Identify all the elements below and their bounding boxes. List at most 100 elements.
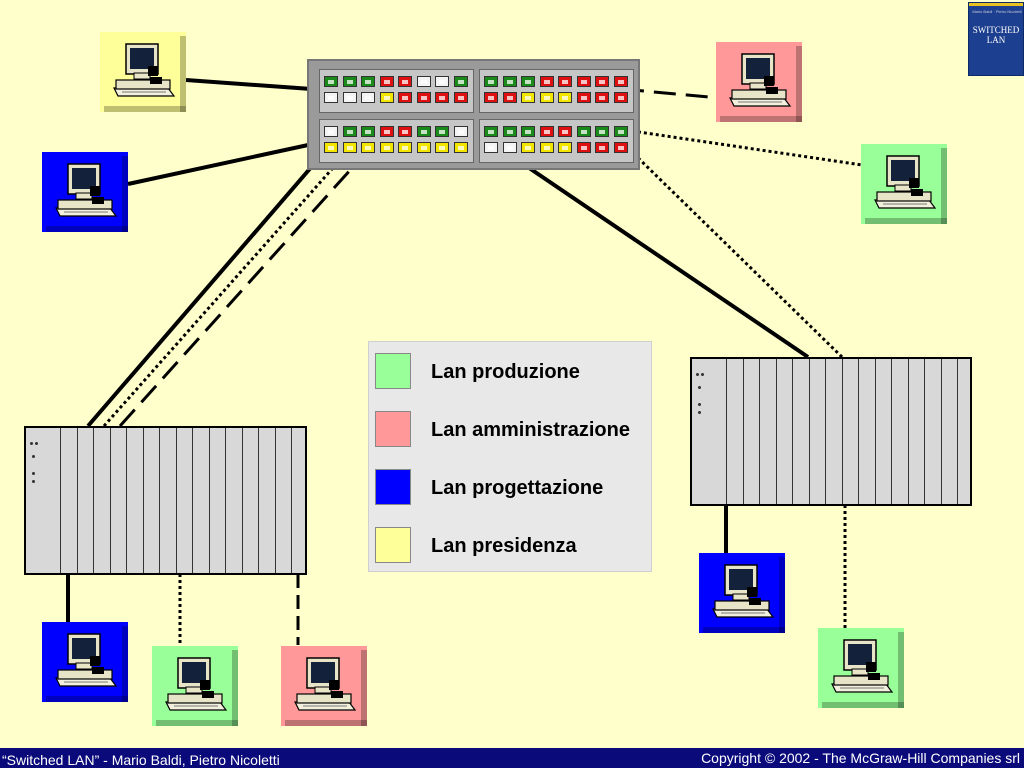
book-cover-stripe <box>969 3 1023 6</box>
hub-slot <box>291 428 292 573</box>
switch-port <box>361 92 375 103</box>
switch-port <box>453 126 468 137</box>
cable-trunk-right-dotted <box>628 148 844 359</box>
hub-slot <box>841 359 843 504</box>
hub-led <box>32 455 35 458</box>
cable-produzione-top <box>631 129 863 167</box>
computer-icon <box>42 152 128 232</box>
legend: Lan produzione Lan amministrazione Lan p… <box>368 341 652 572</box>
computer-icon <box>818 628 904 708</box>
switch-port <box>435 126 449 137</box>
hub-slot <box>225 428 226 573</box>
switch-port <box>502 126 517 137</box>
hub-led <box>696 373 699 376</box>
switch-port <box>435 142 449 153</box>
legend-label: Lan produzione <box>431 361 580 383</box>
switch-port <box>558 142 572 153</box>
switch-port <box>613 92 628 103</box>
switch-port <box>379 142 394 153</box>
switch-port <box>576 126 591 137</box>
switch-port <box>324 142 338 153</box>
hub-slot <box>175 428 177 573</box>
switch-port <box>558 126 572 137</box>
switch-port <box>613 142 628 153</box>
hub-slot <box>258 428 259 573</box>
switch-port <box>379 76 394 87</box>
switch-port <box>398 126 412 137</box>
switch-port <box>361 142 375 153</box>
hub-slot <box>142 428 144 573</box>
switch-port-group <box>479 119 634 163</box>
hub-slot <box>76 428 78 573</box>
hub-slot <box>808 359 810 504</box>
hub-slot <box>891 359 892 504</box>
computer-icon <box>861 144 947 224</box>
hub-slot <box>924 359 925 504</box>
hub-slot <box>858 359 859 504</box>
hub-led <box>30 442 33 445</box>
switch-port <box>398 76 412 87</box>
switch-port <box>539 92 554 103</box>
switch-port <box>502 76 517 87</box>
switch-port <box>484 142 498 153</box>
switch-port <box>416 76 431 87</box>
switch-port <box>576 76 591 87</box>
switch-port <box>324 126 338 137</box>
switch-port <box>484 76 498 87</box>
hub-slot <box>192 428 193 573</box>
switch-port <box>539 76 554 87</box>
cable-trunk-left-solid <box>86 126 347 428</box>
hub-slot <box>159 428 160 573</box>
switch-port <box>595 142 609 153</box>
switch-port <box>324 76 338 87</box>
legend-swatch <box>375 411 411 447</box>
book-authors: Mario Baldi · Pietro Nicoletti <box>972 9 1022 14</box>
computer-icon <box>699 553 785 633</box>
footer-bar: “Switched LAN” - Mario Baldi, Pietro Nic… <box>0 748 1024 768</box>
switch-port <box>453 92 468 103</box>
footer-copyright: Copyright © 2002 - The McGraw-Hill Compa… <box>701 750 1020 766</box>
switch-port <box>502 142 517 153</box>
switch-port <box>576 92 591 103</box>
book-title-line: LAN <box>986 35 1006 45</box>
hub-led <box>698 386 701 389</box>
cable-amministrazione-top <box>621 87 731 101</box>
switch-port <box>595 92 609 103</box>
book-title-line: SWITCHED <box>972 25 1020 35</box>
switch-port <box>595 126 609 137</box>
cable-trunk-left-dashed <box>118 166 354 428</box>
hub-slot <box>775 359 777 504</box>
switch-port <box>342 142 357 153</box>
hub-slot <box>759 359 760 504</box>
switch-port <box>398 142 412 153</box>
hub-slot <box>93 428 94 573</box>
legend-label: Lan amministrazione <box>431 419 630 441</box>
hub-slot <box>60 428 61 573</box>
switch-port <box>324 92 338 103</box>
hub-slot <box>874 359 876 504</box>
legend-label: Lan presidenza <box>431 535 577 557</box>
legend-swatch <box>375 469 411 505</box>
hub-led <box>32 480 35 483</box>
hub-slot <box>825 359 826 504</box>
switch-port <box>379 126 394 137</box>
switch-port <box>484 126 498 137</box>
switch-port <box>484 92 498 103</box>
hub-led <box>698 411 701 414</box>
switch-port <box>613 126 628 137</box>
footer-source: “Switched LAN” - Mario Baldi, Pietro Nic… <box>2 752 280 768</box>
switch-port <box>558 76 572 87</box>
switch-port <box>453 76 468 87</box>
switch-port <box>342 76 357 87</box>
switch-port <box>521 92 535 103</box>
computer-icon <box>281 646 367 726</box>
switch-port <box>361 76 375 87</box>
computer-icon <box>152 646 238 726</box>
book-title: SWITCHED LAN <box>969 25 1023 45</box>
switch-port <box>521 76 535 87</box>
switch-port <box>416 142 431 153</box>
hub-slot <box>274 428 276 573</box>
switch-port <box>416 92 431 103</box>
hub-slot <box>726 359 727 504</box>
